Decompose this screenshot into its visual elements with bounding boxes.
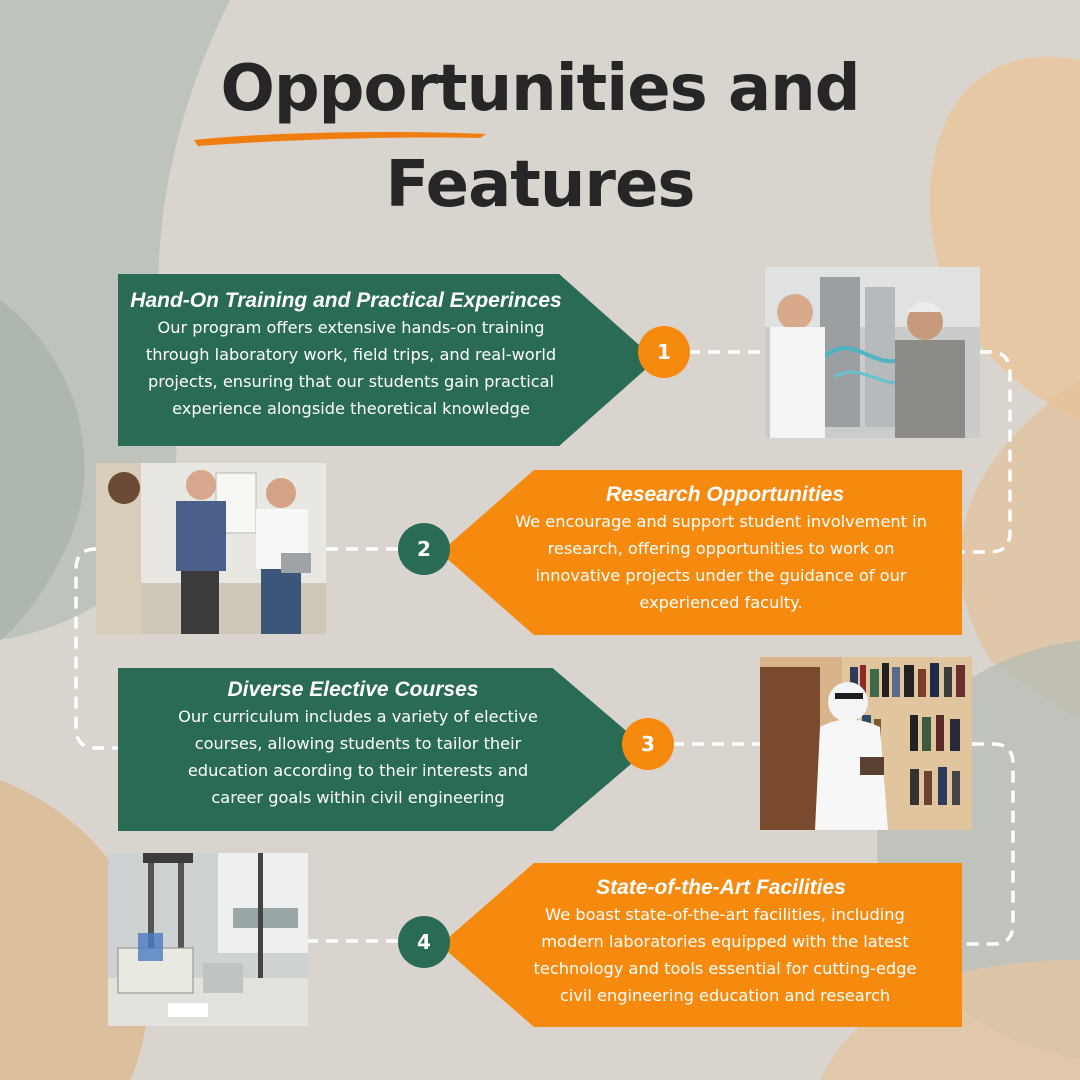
feature-4-body: We boast state-of-the-art facilities, in… — [533, 905, 917, 1005]
feature-2-number-badge: 2 — [398, 523, 450, 575]
photo-research — [96, 463, 326, 634]
bg-blob-right-peach — [960, 380, 1080, 720]
connector-3-to-4 — [962, 742, 1015, 946]
connector-1-to-2 — [962, 350, 1012, 554]
photo-lab-training — [765, 267, 980, 438]
feature-3-number-badge: 3 — [622, 718, 674, 770]
feature-4-heading: State-of-the-Art Facilities — [596, 876, 846, 899]
feature-4-number-badge: 4 — [398, 916, 450, 968]
feature-panel-3: Diverse Elective Courses Our curriculum … — [118, 668, 648, 831]
feature-panel-4: State-of-the-Art Facilities We boast sta… — [440, 863, 962, 1027]
feature-2-heading: Research Opportunities — [605, 483, 845, 506]
feature-panel-2: Research Opportunities We encourage and … — [440, 470, 962, 635]
feature-3-heading: Diverse Elective Courses — [227, 678, 479, 701]
feature-1-number-badge: 1 — [638, 326, 690, 378]
feature-1-body: Our program offers extensive hands-on tr… — [145, 318, 557, 418]
bg-blob-left-gray-2 — [0, 300, 85, 640]
feature-panel-1: Hand-On Training and Practical Experince… — [118, 274, 656, 446]
page-title-line-1: Opportunities and — [220, 52, 860, 126]
page-title-line-2: Features — [385, 148, 696, 222]
connector-2-to-3 — [74, 547, 118, 750]
bg-blob-topright-peach — [930, 56, 1080, 421]
photo-facilities — [108, 853, 308, 1026]
feature-3-body: Our curriculum includes a variety of ele… — [178, 707, 538, 807]
feature-1-heading: Hand-On Training and Practical Experince… — [130, 289, 562, 312]
feature-2-body: We encourage and support student involve… — [515, 512, 927, 612]
title-underline-brush — [194, 132, 486, 146]
photo-library — [760, 657, 972, 830]
